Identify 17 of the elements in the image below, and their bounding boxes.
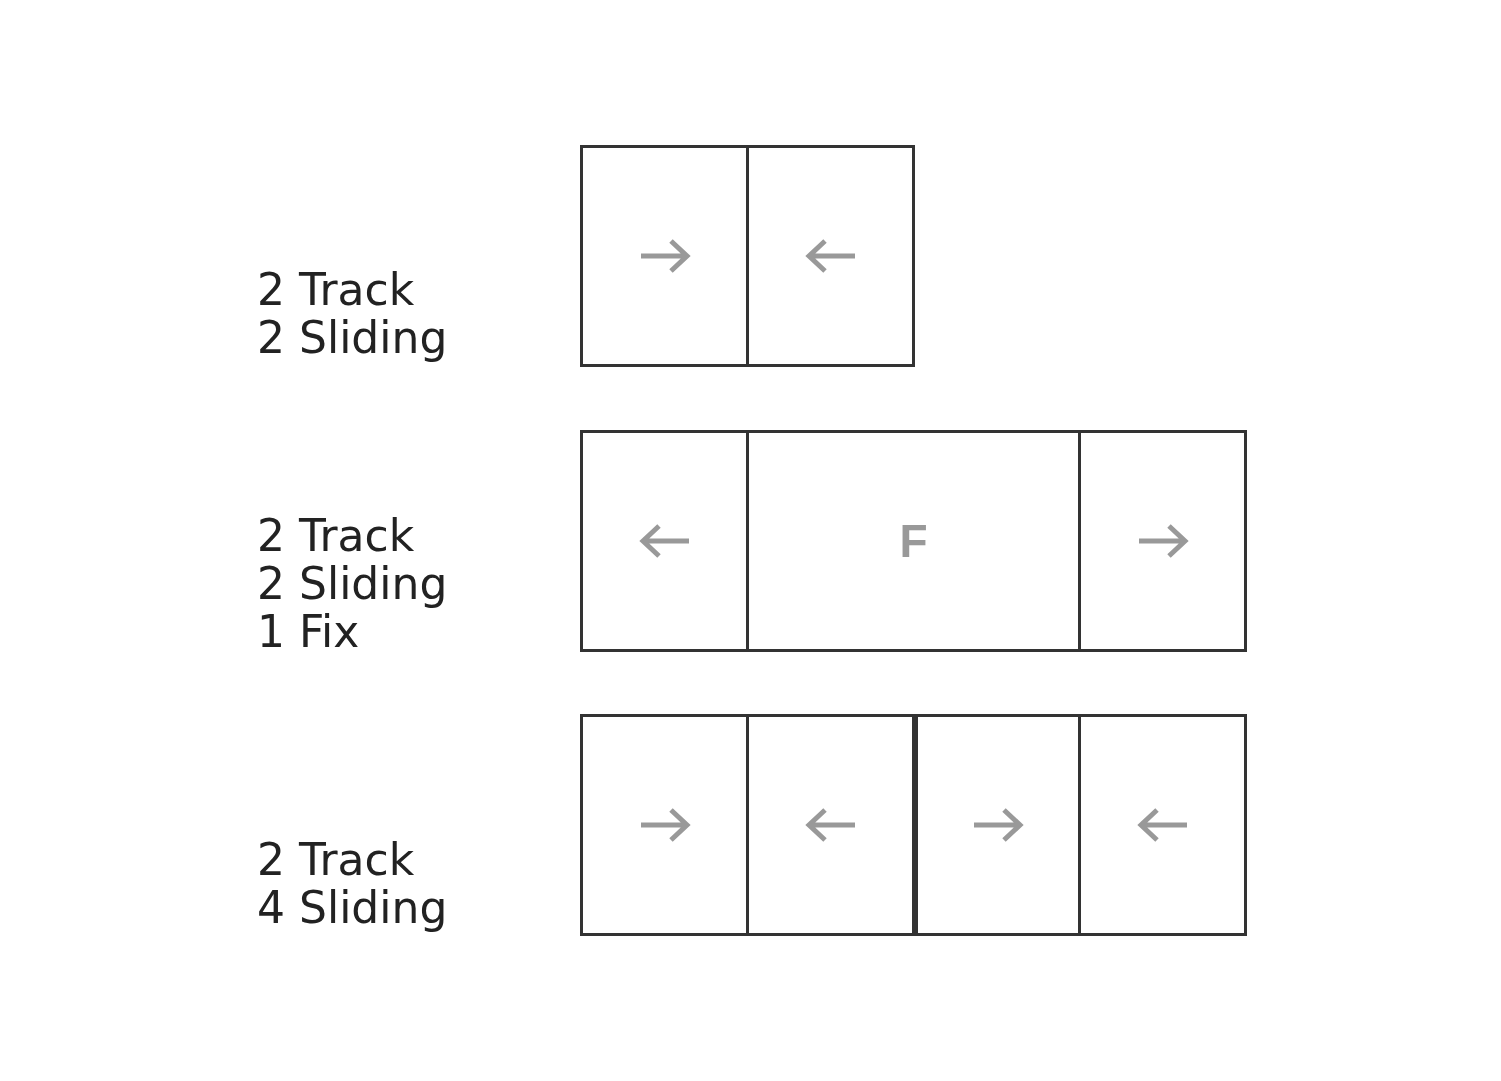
- panel-label: F: [899, 514, 928, 568]
- configuration-label: 2 Track: [257, 266, 415, 314]
- sliding-panel: [746, 145, 915, 367]
- configuration-label: 2 Sliding: [257, 560, 448, 608]
- configuration-label: 1 Fix: [257, 608, 360, 656]
- configuration-label: 2 Track: [257, 836, 415, 884]
- configuration-label: 2 Track: [257, 512, 415, 560]
- sliding-panel: [580, 430, 749, 652]
- sliding-panel: [580, 145, 749, 367]
- sliding-panel: [580, 714, 749, 936]
- configuration-label: 4 Sliding: [257, 884, 448, 932]
- sliding-panel: [746, 714, 915, 936]
- fixed-panel: [746, 430, 1081, 652]
- sliding-panel: [1078, 430, 1247, 652]
- configuration-label: 2 Sliding: [257, 314, 448, 362]
- sliding-panel: [912, 714, 1081, 936]
- sliding-panel: [1078, 714, 1247, 936]
